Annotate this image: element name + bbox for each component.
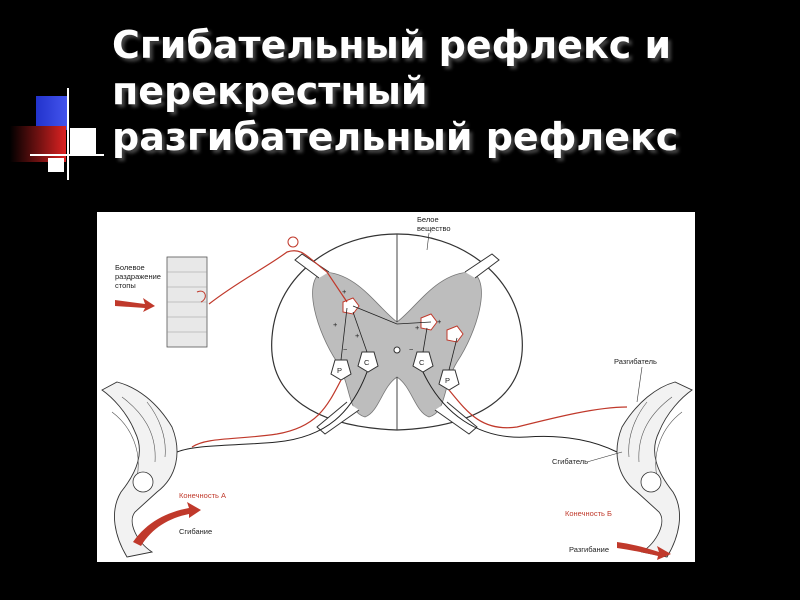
dorsal-root-right	[464, 253, 500, 279]
right-limb	[616, 381, 693, 558]
flexion-label: Сгибание	[179, 527, 212, 536]
neuron-p-left: P	[330, 359, 352, 381]
skin-block	[166, 256, 208, 348]
title-line-3: разгибательный рефлекс	[112, 115, 679, 159]
efferent-path-right	[448, 389, 628, 429]
extensor-pointer	[636, 366, 643, 403]
neuron-c-right-label: C	[419, 358, 425, 367]
stimulus-arrow	[115, 298, 155, 312]
slide-title: Сгибательный рефлекс и перекрестный разг…	[112, 22, 792, 160]
neuron-c-left-label: C	[364, 358, 370, 367]
central-canal	[393, 346, 401, 354]
limb-a-arrow	[133, 502, 201, 546]
plus-sign-1: +	[342, 287, 347, 296]
deco-white-square	[70, 128, 96, 154]
interneuron-connections	[340, 305, 458, 371]
limb-b-arrow	[617, 542, 671, 560]
efferent-path-left	[191, 379, 342, 448]
ventral-root-right	[434, 401, 478, 435]
flexor-label: Сгибатель	[552, 457, 588, 466]
white-matter-label-1: Белое	[417, 215, 439, 224]
flexor-pointer	[586, 451, 623, 463]
deco-red-square	[10, 126, 66, 162]
title-line-2: перекрестный	[112, 69, 428, 113]
dorsal-ganglion	[287, 236, 299, 248]
stimulus-label-2: раздражение	[115, 272, 161, 281]
afferent-path	[208, 250, 348, 305]
limb-a-label: Конечность А	[179, 491, 226, 500]
minus-sign-1: −	[343, 345, 348, 354]
white-matter-label-2: вещество	[417, 224, 451, 233]
white-matter-pointer	[426, 232, 430, 251]
minus-sign-2: −	[409, 345, 414, 354]
spinal-cord: P C C P + +	[271, 233, 523, 435]
extension-label: Разгибание	[569, 545, 609, 554]
receptor	[196, 290, 206, 303]
neuron-c-left: C	[357, 351, 379, 373]
neuron-p-left-label: P	[337, 366, 342, 375]
limb-b-label: Конечность Б	[565, 509, 612, 518]
plus-sign-5: +	[437, 317, 442, 326]
efferent-black-left	[176, 371, 368, 453]
reflex-diagram: P C C P + +	[97, 212, 695, 562]
extensor-label: Разгибатель	[614, 357, 657, 366]
plus-sign-3: +	[355, 331, 360, 340]
stimulus-label-1: Болевое	[115, 263, 145, 272]
title-line-1: Сгибательный рефлекс и	[112, 23, 672, 67]
efferent-black-right	[422, 371, 618, 453]
neuron-p-right-label: P	[445, 376, 450, 385]
neuron-p-right: P	[438, 369, 460, 391]
stimulus-label-3: стопы	[115, 281, 136, 290]
interneuron-far-right	[446, 325, 464, 343]
neuron-c-right: C	[412, 351, 434, 373]
deco-blue-square	[36, 96, 68, 130]
plus-sign-4: +	[415, 323, 420, 332]
reflex-diagram-svg: P C C P + +	[101, 215, 693, 560]
left-limb	[101, 381, 178, 558]
deco-white-square-small	[48, 158, 64, 172]
plus-sign-2: +	[333, 320, 338, 329]
decorative-squares	[10, 88, 104, 180]
